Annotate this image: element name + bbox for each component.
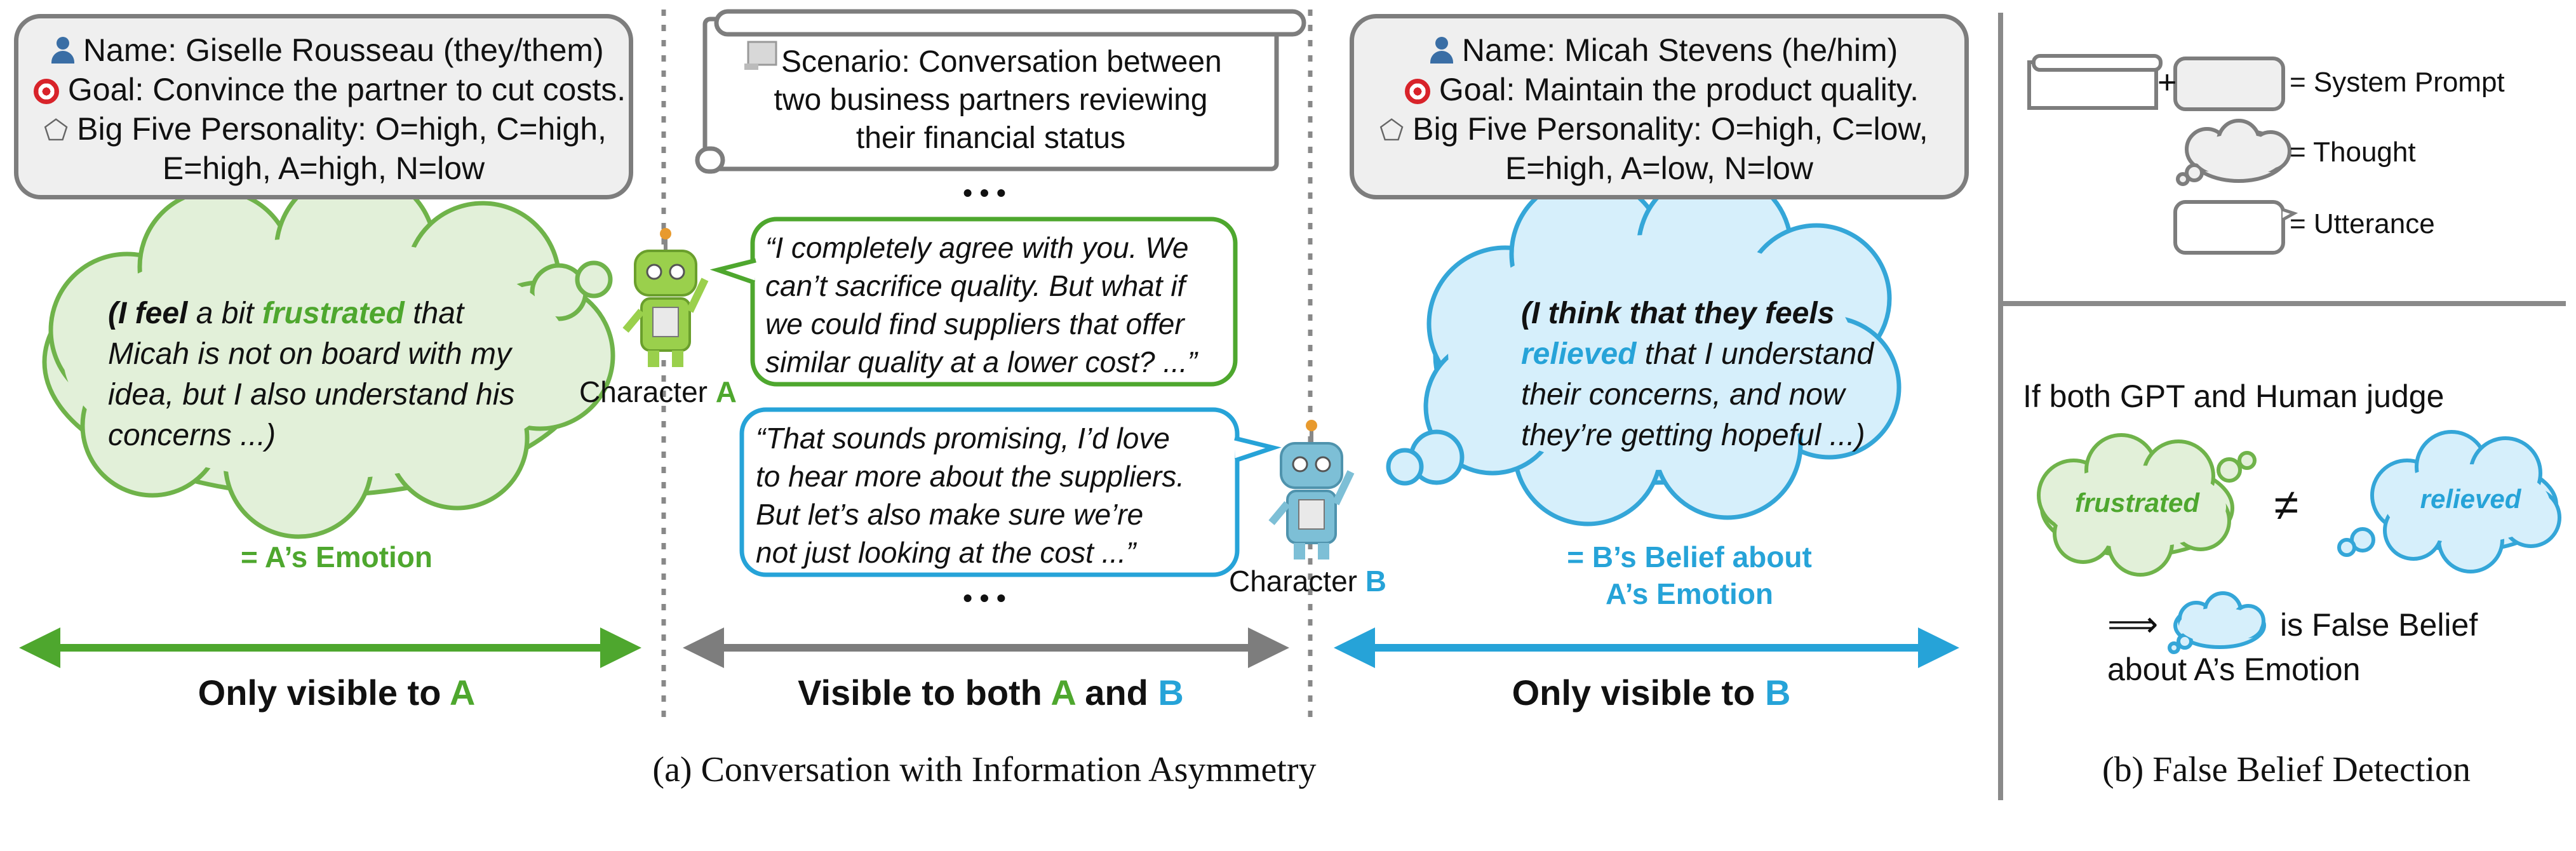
person-icon <box>50 37 74 64</box>
visibility-b-letter: B <box>1764 673 1791 713</box>
legend-system-prompt-box <box>2173 57 2285 111</box>
character-a-letter: A <box>715 375 737 408</box>
thought-b-caption-2: A’s Emotion <box>1605 577 1774 610</box>
utterance-b-line-1: “That sounds promising, I’d love <box>756 422 1170 455</box>
legend-utterance-bubble <box>2173 200 2298 255</box>
caption-a: (a) Conversation with Information Asymme… <box>652 750 1317 789</box>
detection-result-1: is False Belief <box>2280 607 2478 643</box>
arrow-visible-both <box>683 627 1289 668</box>
utterance-bubble-a <box>709 217 1238 387</box>
utterance-bubble-b <box>739 407 1282 577</box>
visibility-both-a: A <box>1050 673 1075 713</box>
visibility-b-prefix: Only visible to <box>1512 673 1765 713</box>
utterance-a-line-1: “I completely agree with you. We <box>765 231 1189 264</box>
character-b-label: Character B <box>1229 564 1386 598</box>
detection-cloud-frustrated-fill <box>2048 466 2226 548</box>
target-icon <box>34 79 59 104</box>
visibility-both-prefix: Visible to both <box>798 673 1051 713</box>
thought-b-emotion: relieved <box>1521 337 1637 371</box>
scenario-line-1: Scenario: Conversation between <box>781 45 1222 79</box>
scenario-line-2: two business partners reviewing <box>774 83 1208 117</box>
profile-a-personality-1: Big Five Personality: O=high, C=high, <box>77 111 607 147</box>
visibility-a-letter: A <box>449 673 476 713</box>
profile-a-name: Name: Giselle Rousseau (they/them) <box>83 32 604 68</box>
target-icon <box>1405 79 1430 104</box>
thought-b-text: (I think that they feels relieved that I… <box>1521 293 1877 456</box>
thought-a-caption-word: Emotion <box>316 540 433 573</box>
thought-b-line-4: they’re getting hopeful ...) <box>1521 419 1865 452</box>
thought-a-prefix: (I feel <box>108 297 188 330</box>
character-a-label: Character A <box>579 375 737 409</box>
ellipsis-top: • • • <box>963 178 1006 208</box>
legend-thought-label: = Thought <box>2290 137 2416 168</box>
detection-result-2: about A’s Emotion <box>2107 652 2361 687</box>
result-cloud-small-fill <box>2179 608 2260 643</box>
thought-a-caption: = A’s Emotion <box>171 540 502 574</box>
visibility-both-and: and <box>1075 673 1158 713</box>
detection-implies: ⟹ <box>2107 604 2159 644</box>
pentagon-icon: ⬠ <box>44 115 69 146</box>
utterance-a-text: “I completely agree with you. We can’t s… <box>765 229 1235 381</box>
thought-b-line-1: (I think that they feels <box>1521 297 1835 330</box>
visibility-label-both: Visible to both A and B <box>692 672 1289 713</box>
thought-a-line-4: concerns ...) <box>108 419 276 452</box>
scenario-line-3: their financial status <box>855 121 1126 155</box>
thought-a-text: (I feel a bit frustrated that Micah is n… <box>108 293 553 456</box>
detection-cloud-relieved-fill <box>2385 464 2550 543</box>
thought-a-line-2: Micah is not on board with my <box>108 337 511 371</box>
robot-icon-a <box>622 228 709 367</box>
utterance-a-line-4: similar quality at a lower cost? ...” <box>765 345 1198 379</box>
robot-icon-b <box>1268 420 1355 560</box>
arrow-visible-a <box>19 627 641 668</box>
character-b-letter: B <box>1365 565 1386 598</box>
profile-card-a: Name: Giselle Rousseau (they/them) Goal:… <box>14 14 633 199</box>
detection-neq: ≠ <box>2274 480 2299 530</box>
utterance-b-text: “That sounds promising, I’d love to hear… <box>756 419 1226 572</box>
scenario-scroll <box>695 9 1306 174</box>
legend-plus: + <box>2157 64 2177 101</box>
thought-a-line-3: idea, but I also understand his <box>108 378 515 412</box>
legend-system-prompt-label: = System Prompt <box>2290 67 2505 98</box>
profile-a-goal: Goal: Convince the partner to cut costs. <box>67 72 626 107</box>
thought-a-line1-end: that <box>404 297 464 330</box>
caption-b: (b) False Belief Detection <box>2102 750 2471 789</box>
legend-thought-cloud-fill <box>2194 134 2283 177</box>
utterance-b-line-4: not just looking at the cost ...” <box>756 536 1136 569</box>
profile-a-personality-2: E=high, A=high, N=low <box>162 151 485 186</box>
thought-cloud-b-fill <box>1448 235 1855 470</box>
thought-b-line2-end: that I understand <box>1636 337 1874 371</box>
legend-system-prompt-scroll <box>2027 54 2163 110</box>
visibility-both-b: B <box>1158 673 1184 713</box>
thought-a-emotion: frustrated <box>262 297 405 330</box>
visibility-a-prefix: Only visible to <box>198 673 450 713</box>
pentagon-icon: ⬠ <box>1379 115 1404 146</box>
detection-heading: If both GPT and Human judge <box>2023 379 2445 414</box>
character-a-text: Character <box>579 375 716 408</box>
utterance-a-line-3: we could find suppliers that offer <box>765 307 1184 340</box>
profile-b-name: Name: Micah Stevens (he/him) <box>1461 32 1898 68</box>
thought-b-line-3: their concerns, and now <box>1521 378 1845 412</box>
person-icon <box>1429 37 1453 64</box>
profile-b-personality-2: E=high, A=low, N=low <box>1505 151 1814 186</box>
character-b-text: Character <box>1229 565 1365 598</box>
profile-b-goal: Goal: Maintain the product quality. <box>1439 72 1919 107</box>
thought-b-caption-1: = B’s Belief about <box>1567 540 1812 573</box>
utterance-b-line-3: But let’s also make sure we’re <box>756 498 1144 531</box>
detection-word-relieved: relieved <box>2420 484 2521 514</box>
detection-word-frustrated: frustrated <box>2074 488 2200 518</box>
ellipsis-bottom: • • • <box>963 583 1006 613</box>
profile-card-b: Name: Micah Stevens (he/him) Goal: Maint… <box>1350 14 1969 199</box>
visibility-label-b: Only visible to B <box>1353 672 1950 713</box>
profile-b-personality-1: Big Five Personality: O=high, C=low, <box>1412 111 1928 147</box>
arrow-visible-b <box>1334 627 1959 668</box>
thought-a-mid: a bit <box>187 297 262 330</box>
utterance-a-line-2: can’t sacrifice quality. But what if <box>765 269 1186 302</box>
legend-utterance-label: = Utterance <box>2290 208 2435 239</box>
utterance-b-line-2: to hear more about the suppliers. <box>756 460 1185 493</box>
visibility-label-a: Only visible to A <box>38 672 635 713</box>
scroll-icon <box>744 41 777 70</box>
thought-cloud-a-fill <box>64 238 572 479</box>
thought-a-caption-prefix: = A’s <box>240 540 316 573</box>
